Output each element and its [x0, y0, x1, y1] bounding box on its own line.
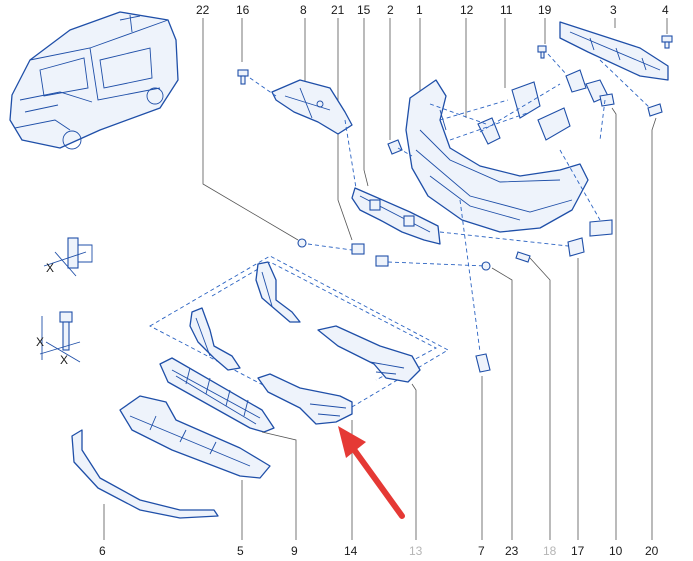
bracket-10 [599, 93, 615, 107]
absorber-3 [559, 21, 669, 81]
bracket-8 [271, 79, 353, 135]
callout-16[interactable]: 16 [236, 3, 250, 17]
callout-20[interactable]: 20 [645, 544, 659, 558]
callout-22[interactable]: 22 [196, 3, 210, 17]
bracket-11 [511, 81, 571, 141]
undertray-5 [119, 395, 271, 479]
callout-14[interactable]: 14 [344, 544, 358, 558]
callout-3[interactable]: 3 [610, 3, 617, 17]
legend-x-label-2: X [60, 353, 68, 367]
callout-2[interactable]: 2 [387, 3, 394, 17]
callout-18[interactable]: 18 [543, 544, 557, 558]
front-bumper-1 [405, 79, 589, 233]
clip-20 [647, 103, 663, 117]
callout-13[interactable]: 13 [409, 544, 423, 558]
screw-18 [515, 251, 531, 263]
callout-10[interactable]: 10 [609, 544, 623, 558]
trim-lower-left [189, 307, 241, 371]
beam-15 [351, 187, 441, 245]
callout-15[interactable]: 15 [357, 3, 371, 17]
clip-7 [475, 353, 491, 373]
clip-2 [387, 139, 403, 155]
legend-x-label: X [46, 261, 54, 275]
trim-strip-6 [71, 429, 219, 519]
callout-7[interactable]: 7 [478, 544, 485, 558]
clip-19 [537, 45, 547, 59]
callout-1[interactable]: 1 [416, 3, 423, 17]
vehicle-thumbnail [9, 11, 179, 150]
clips-21 [351, 243, 389, 267]
top-leader-lines [202, 18, 668, 241]
plate-17 [567, 219, 613, 257]
callout-17[interactable]: 17 [571, 544, 585, 558]
callout-4[interactable]: 4 [662, 3, 669, 17]
fastener-legend-top: X [43, 237, 93, 277]
bolt-4 [661, 35, 673, 49]
bottom-leader-lines [103, 107, 657, 540]
callout-6[interactable]: 6 [99, 544, 106, 558]
callout-11[interactable]: 11 [500, 3, 513, 17]
callout-23[interactable]: 23 [505, 544, 519, 558]
trim-upper-left [255, 261, 301, 323]
bottom-callouts: 6 5 9 14 13 7 23 18 17 10 20 [99, 544, 659, 558]
fastener-legend-bottom: X X [36, 311, 81, 367]
highlight-arrow-icon [338, 426, 405, 519]
bolt-16 [237, 69, 249, 85]
callout-5[interactable]: 5 [237, 544, 244, 558]
legend-y-label: X [36, 335, 44, 349]
trim-upper-right [317, 325, 421, 383]
top-callouts: 22 16 8 21 15 2 1 12 11 19 3 4 [196, 3, 669, 17]
bracket-12 [477, 117, 501, 145]
trim-lower-right-14 [257, 373, 353, 425]
callout-21[interactable]: 21 [331, 3, 345, 17]
assembly-dashes-upper [249, 53, 651, 353]
callout-9[interactable]: 9 [291, 544, 298, 558]
screw-22 [297, 238, 307, 248]
grille-9 [159, 357, 275, 433]
callout-12[interactable]: 12 [460, 3, 474, 17]
callout-19[interactable]: 19 [538, 3, 552, 17]
callout-8[interactable]: 8 [300, 3, 307, 17]
